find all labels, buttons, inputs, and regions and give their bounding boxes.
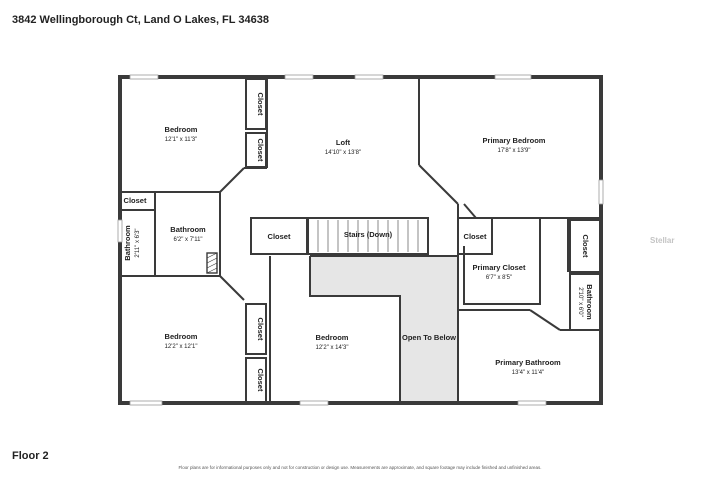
room-stairs: Stairs (Down) (344, 230, 393, 239)
room-bedroom-s-name: Bedroom (316, 333, 349, 342)
room-bathroom-e-dims: 2'10" x 6'0" (577, 287, 583, 317)
windows (117, 74, 604, 406)
interior-walls (120, 77, 601, 403)
room-closet-sw-1: Closet (256, 318, 265, 341)
room-bathroom-w-name: Bathroom (123, 225, 132, 261)
vent-icon (206, 252, 218, 274)
room-bedroom-sw-dims: 12'2" x 12'1" (165, 344, 198, 350)
room-closet-sw-2: Closet (256, 369, 265, 392)
disclaimer-text: Floor plans are for informational purpos… (178, 465, 542, 470)
room-closet-nw-1: Closet (256, 93, 265, 116)
room-closet-mid: Closet (268, 232, 291, 241)
room-loft-name: Loft (336, 138, 351, 147)
floor-label: Floor 2 (12, 450, 49, 462)
room-closet-stair: Closet (464, 232, 487, 241)
room-bathroom-w-dims: 2'11" x 6'3" (135, 228, 141, 257)
room-primary-closet-dims: 6'7" x 8'5" (486, 275, 512, 281)
room-closet-e: Closet (581, 235, 590, 258)
room-bedroom-nw-dims: 12'1" x 11'3" (165, 137, 197, 143)
room-primary-closet-name: Primary Closet (473, 263, 526, 272)
address-title: 3842 Wellingborough Ct, Land O Lakes, FL… (12, 14, 269, 26)
room-bedroom-nw-name: Bedroom (165, 125, 198, 134)
room-primary-bathroom-dims: 13'4" x 11'4" (512, 370, 544, 376)
open-to-below-area (310, 256, 458, 402)
room-open-to-below: Open To Below (402, 333, 456, 342)
room-bedroom-s-dims: 12'2" x 14'3" (316, 345, 349, 351)
room-bathroom-mid-name: Bathroom (170, 225, 206, 234)
room-bathroom-e-name: Bathroom (585, 284, 594, 320)
room-primary-bedroom-name: Primary Bedroom (483, 136, 546, 145)
room-loft-dims: 14'10" x 13'8" (325, 150, 361, 156)
room-bedroom-sw-name: Bedroom (165, 332, 198, 341)
room-primary-bedroom-dims: 17'8" x 13'9" (498, 148, 531, 154)
stair-treads (317, 220, 419, 252)
watermark: Stellar (650, 236, 675, 245)
room-primary-bathroom-name: Primary Bathroom (495, 358, 561, 367)
room-bathroom-mid-dims: 6'2" x 7'11" (173, 237, 202, 243)
room-closet-w: Closet (124, 196, 147, 205)
room-closet-nw-2: Closet (256, 139, 265, 162)
